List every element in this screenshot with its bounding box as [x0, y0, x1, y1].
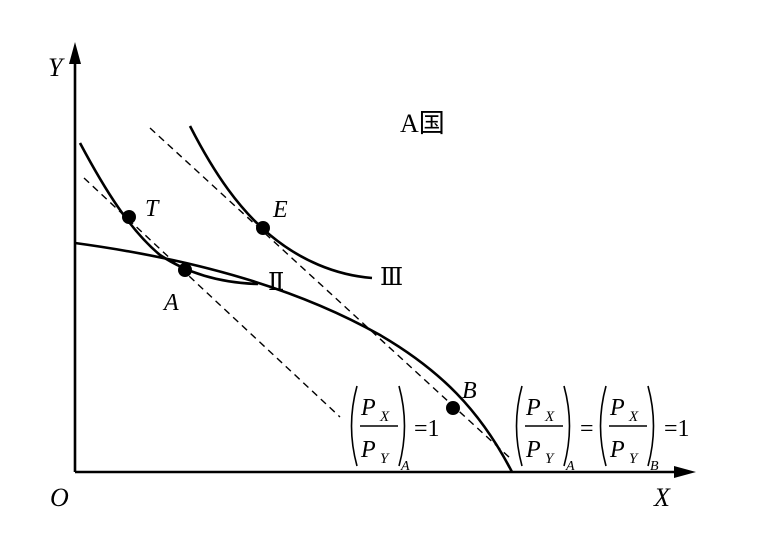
origin-label: O: [50, 483, 69, 512]
x-axis-arrow-icon: [674, 466, 696, 478]
indifference-curve-3-label: Ⅲ: [380, 265, 403, 291]
svg-text:P: P: [360, 395, 376, 421]
price-line-trade: [149, 127, 511, 459]
production-possibility-curve: [74, 241, 514, 473]
price-line-autarky: [83, 177, 341, 418]
svg-text:=: =: [580, 416, 594, 442]
point-B-label: B: [462, 378, 477, 404]
svg-text:Y: Y: [380, 451, 390, 467]
point-E-marker: [256, 221, 270, 235]
svg-text:=1: =1: [414, 416, 440, 442]
svg-text:P: P: [525, 437, 541, 463]
formula-left: P X P Y A =1: [350, 385, 440, 474]
point-A-label: A: [162, 290, 179, 316]
y-axis-arrow-icon: [69, 42, 81, 64]
svg-text:P: P: [609, 395, 625, 421]
svg-text:X: X: [379, 409, 390, 425]
point-E-label: E: [272, 197, 288, 223]
point-B-marker: [446, 401, 460, 415]
svg-text:X: X: [628, 409, 639, 425]
indifference-curve-3: [188, 125, 373, 280]
point-T-label: T: [145, 196, 160, 222]
svg-text:A: A: [400, 459, 410, 474]
formula-right: P X P Y A = P X P Y B =1: [515, 385, 690, 474]
svg-text:P: P: [609, 437, 625, 463]
indifference-curve-2: [78, 142, 259, 286]
svg-text:=1: =1: [664, 416, 690, 442]
svg-text:B: B: [650, 459, 659, 474]
svg-text:Y: Y: [629, 451, 639, 467]
svg-text:X: X: [544, 409, 555, 425]
svg-text:Y: Y: [545, 451, 555, 467]
svg-text:P: P: [525, 395, 541, 421]
svg-text:A: A: [565, 459, 575, 474]
indifference-curve-2-label: Ⅱ: [268, 270, 284, 296]
point-A-marker: [178, 263, 192, 277]
country-title: A国: [400, 109, 445, 138]
point-T-marker: [122, 210, 136, 224]
y-axis-label: Y: [48, 53, 65, 82]
x-axis-label: X: [653, 483, 671, 512]
svg-text:P: P: [360, 437, 376, 463]
